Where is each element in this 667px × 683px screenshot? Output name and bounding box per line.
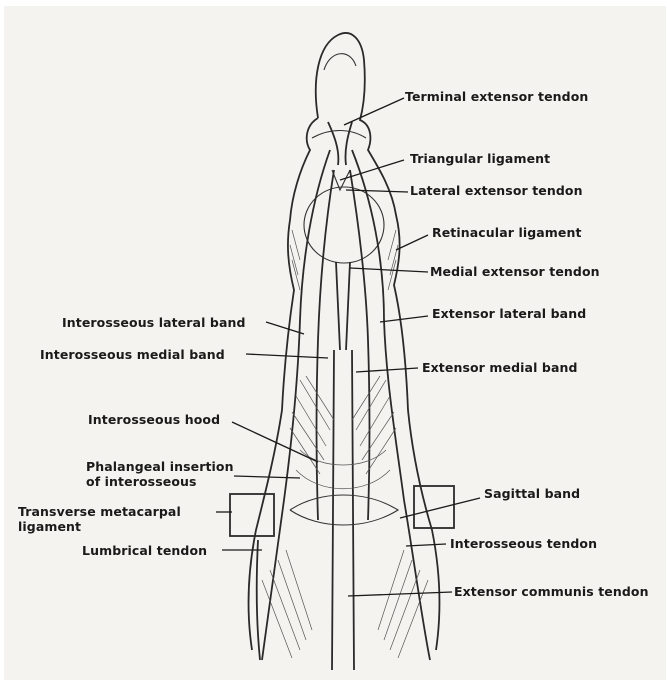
label-interosseous-medial-band: Interosseous medial band [40,347,225,362]
leader-phalangeal-insertion [234,476,300,478]
left-lateral-band [262,150,330,660]
label-interosseous-tendon: Interosseous tendon [450,536,597,551]
mcp-joint [290,495,398,525]
extensor-communis-shape [332,350,354,670]
leader-sagittal [400,498,480,518]
label-lumbrical-tendon: Lumbrical tendon [82,543,207,558]
terminal-tendon-shape [328,122,352,165]
lumbrical-muscle-hatch [262,550,428,658]
label-retinacular-ligament: Retinacular ligament [432,225,582,240]
leader-interosseous-lateral [266,322,304,334]
leader-lateral-extensor [346,190,408,192]
distal-joint [312,131,366,139]
label-transverse-metacarpal-line2: ligament [18,519,81,534]
lumbrical-tendon-shape [257,540,260,660]
leader-interosseous-hood [232,422,318,462]
label-extensor-lateral-band: Extensor lateral band [432,306,586,321]
label-triangular-ligament: Triangular ligament [410,151,550,166]
finger-outline [249,33,440,650]
nail [324,54,356,70]
label-interosseous-hood: Interosseous hood [88,412,220,427]
transverse-ligament-left-block [230,494,274,536]
label-sagittal-band: Sagittal band [484,486,580,501]
right-lateral-band [352,150,430,660]
medial-extensor-shape [336,262,350,350]
leader-extensor-lateral [380,316,428,322]
label-transverse-metacarpal-line1: Transverse metacarpal [18,504,181,519]
leader-interosseous-medial [246,354,328,358]
leader-terminal [344,98,404,125]
inner-left-band [317,170,335,520]
label-interosseous-lateral-band: Interosseous lateral band [62,315,246,330]
leader-extensor-communis [348,592,452,596]
label-lateral-extensor-tendon: Lateral extensor tendon [410,183,583,198]
label-phalangeal-insertion-line2: of interosseous [86,474,197,489]
leader-medial-extensor [350,268,428,272]
retinacular-right [388,230,398,290]
label-extensor-communis-tendon: Extensor communis tendon [454,584,649,599]
label-phalangeal-insertion-line1: Phalangeal insertion [86,459,234,474]
label-extensor-medial-band: Extensor medial band [422,360,578,375]
label-terminal-extensor-tendon: Terminal extensor tendon [405,89,588,104]
leader-retinacular [396,235,428,250]
transverse-ligament-right-block [414,486,454,528]
hood-hatching [290,376,396,489]
label-medial-extensor-tendon: Medial extensor tendon [430,264,600,279]
